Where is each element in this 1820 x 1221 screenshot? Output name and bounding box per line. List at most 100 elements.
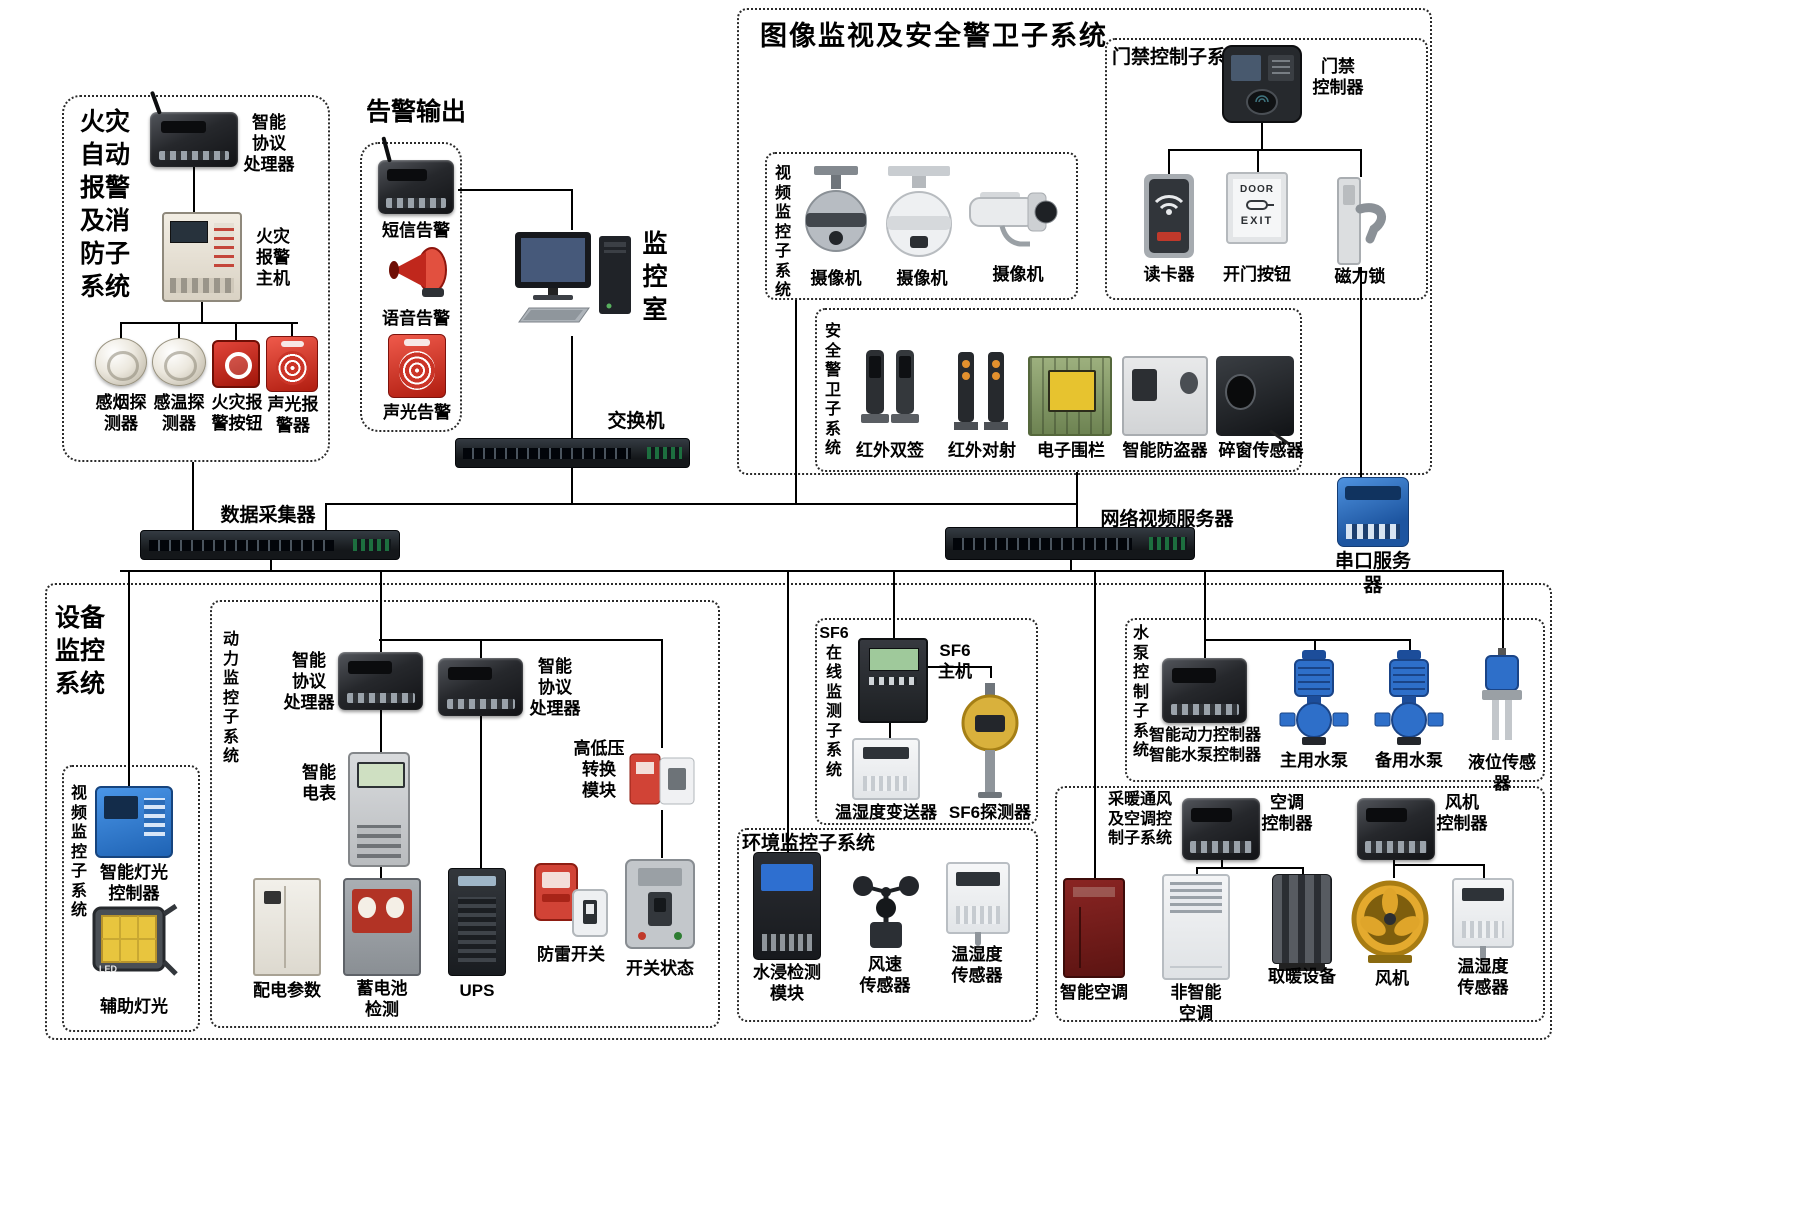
power-processor-2-label: 智能 协议 处理器 — [529, 657, 581, 719]
sms-alarm-label: 短信告警 — [382, 221, 450, 240]
wire — [1204, 570, 1206, 660]
th-sensor-hvac-device — [1452, 878, 1514, 960]
wire — [458, 189, 573, 191]
sms-alarm-device — [378, 136, 454, 214]
sf6-subsystem-title: SF6 在 线 监 测 子 系 统 — [819, 625, 849, 779]
wire — [1502, 570, 1504, 648]
surge-protector-device — [533, 860, 609, 940]
electronic-fence-device — [1028, 356, 1112, 436]
battery-tester-label: 蓄电池 检测 — [356, 979, 408, 1020]
flood-detector-device — [753, 852, 821, 960]
access-controller-device — [1222, 45, 1302, 123]
main-pump-device — [1278, 648, 1350, 748]
audio-visual-alarm-label: 声光告警 — [383, 403, 451, 422]
basic-ac-device — [1162, 874, 1230, 980]
wire — [1168, 149, 1170, 174]
wire — [120, 322, 122, 338]
wire — [178, 322, 180, 338]
power-monitoring-box — [210, 600, 720, 1028]
hvac-control-box — [1055, 786, 1545, 1022]
main-pump-label: 主用水泵 — [1280, 751, 1348, 770]
wire — [1360, 149, 1362, 177]
backup-pump-label: 备用水泵 — [1375, 751, 1443, 770]
access-control-box — [1105, 38, 1428, 300]
th-transmitter-device — [852, 738, 920, 800]
wire — [120, 570, 1504, 572]
ir-dual-label: 红外双签 — [856, 441, 924, 460]
image-security-title: 图像监视及安全警卫子系统 — [760, 21, 1108, 51]
fire-sounder-device — [266, 336, 318, 392]
pump-subsystem-title: 水 泵 控 制 子 系 统 — [1132, 625, 1149, 760]
aux-light-label: 辅助灯光 — [100, 997, 168, 1016]
sf6-detector-label: SF6探测器 — [948, 803, 1032, 822]
heat-detector-label: 感温探 测器 — [153, 393, 205, 434]
smoke-detector-device — [95, 338, 147, 386]
wire — [1483, 864, 1485, 880]
wire — [1168, 149, 1362, 151]
basic-ac-label: 非智能 空调 — [1170, 983, 1222, 1024]
wire — [1196, 867, 1198, 876]
wire — [325, 503, 1078, 505]
exit-button-device: DOOR EXIT — [1226, 172, 1288, 244]
data-collector-device — [140, 530, 400, 560]
wire — [480, 716, 482, 870]
heat-detector-device — [152, 338, 206, 386]
monitor-room-computer — [515, 226, 635, 336]
wire — [1409, 639, 1411, 650]
flood-detector-label: 水浸检测 模块 — [753, 963, 821, 1004]
fire-protocol-processor-device — [149, 90, 238, 167]
th-sensor-env-device — [946, 862, 1010, 946]
ptz-camera-device — [880, 166, 958, 266]
wire — [1204, 639, 1411, 641]
hvac-subsystem-title: 采暖通风 及空调控 制子系统 — [1107, 791, 1172, 848]
monitor-room-label: 监 控 室 — [642, 230, 668, 324]
th-transmitter-label: 温湿度变送器 — [835, 803, 937, 822]
sf6-host-label: SF6 主机 — [938, 641, 972, 682]
sf6-monitoring-box — [815, 618, 1038, 825]
smart-meter-device — [348, 752, 410, 867]
wire — [661, 810, 663, 858]
fire-button-label: 火灾报 警按钮 — [211, 393, 263, 434]
ir-dual-detector-device — [858, 346, 922, 436]
card-reader-label: 读卡器 — [1143, 265, 1195, 284]
fire-panel-label: 火灾 报警 主机 — [256, 227, 290, 289]
exit-button-label: 开门按钮 — [1223, 265, 1291, 284]
smart-meter-label: 智能 电表 — [302, 763, 336, 804]
smart-ac-device — [1063, 878, 1125, 978]
wire — [201, 302, 203, 324]
glass-break-label: 碎窗传感器 — [1218, 441, 1304, 460]
wire — [571, 468, 573, 505]
ir-beam-label: 红外对射 — [948, 441, 1016, 460]
heater-device — [1272, 874, 1332, 971]
wire — [480, 639, 663, 641]
burglar-alarm-label: 智能防盗器 — [1122, 441, 1208, 460]
video-subsystem-bottom-title: 视 频 监 控 子 系 统 — [70, 785, 87, 920]
power-protocol-processor-1-device — [338, 652, 423, 710]
light-controller-label: 智能灯光 控制器 — [100, 863, 168, 904]
wind-sensor-device — [850, 864, 922, 954]
alarm-output-title: 告警输出 — [366, 98, 467, 126]
ups-device — [448, 868, 506, 976]
serial-server-label: 串口服务器 — [1334, 551, 1411, 596]
wire — [120, 322, 298, 324]
power-protocol-processor-2-device — [438, 658, 523, 716]
fire-sounder-label: 声光报 警器 — [267, 395, 319, 436]
floodlight-device: LED — [90, 900, 178, 990]
wire — [990, 666, 992, 678]
wire — [922, 666, 992, 668]
breaker-status-label: 开关状态 — [626, 959, 694, 978]
security-guard-title: 安 全 警 卫 子 系 统 — [824, 323, 841, 458]
wire — [571, 189, 573, 230]
breaker-status-device — [618, 856, 702, 954]
exit-button-door-text: DOOR — [1240, 184, 1274, 195]
equipment-monitoring-title: 设备 监控 系统 — [54, 604, 105, 698]
ethernet-switch-device — [455, 438, 690, 468]
serial-server-device — [1337, 477, 1409, 547]
wire — [480, 639, 482, 660]
power-processor-1-label: 智能 协议 处理器 — [283, 651, 335, 713]
ir-beam-detector-device — [950, 350, 1012, 436]
voice-alarm-device — [382, 240, 454, 302]
wire — [661, 639, 663, 748]
wire — [787, 570, 789, 852]
